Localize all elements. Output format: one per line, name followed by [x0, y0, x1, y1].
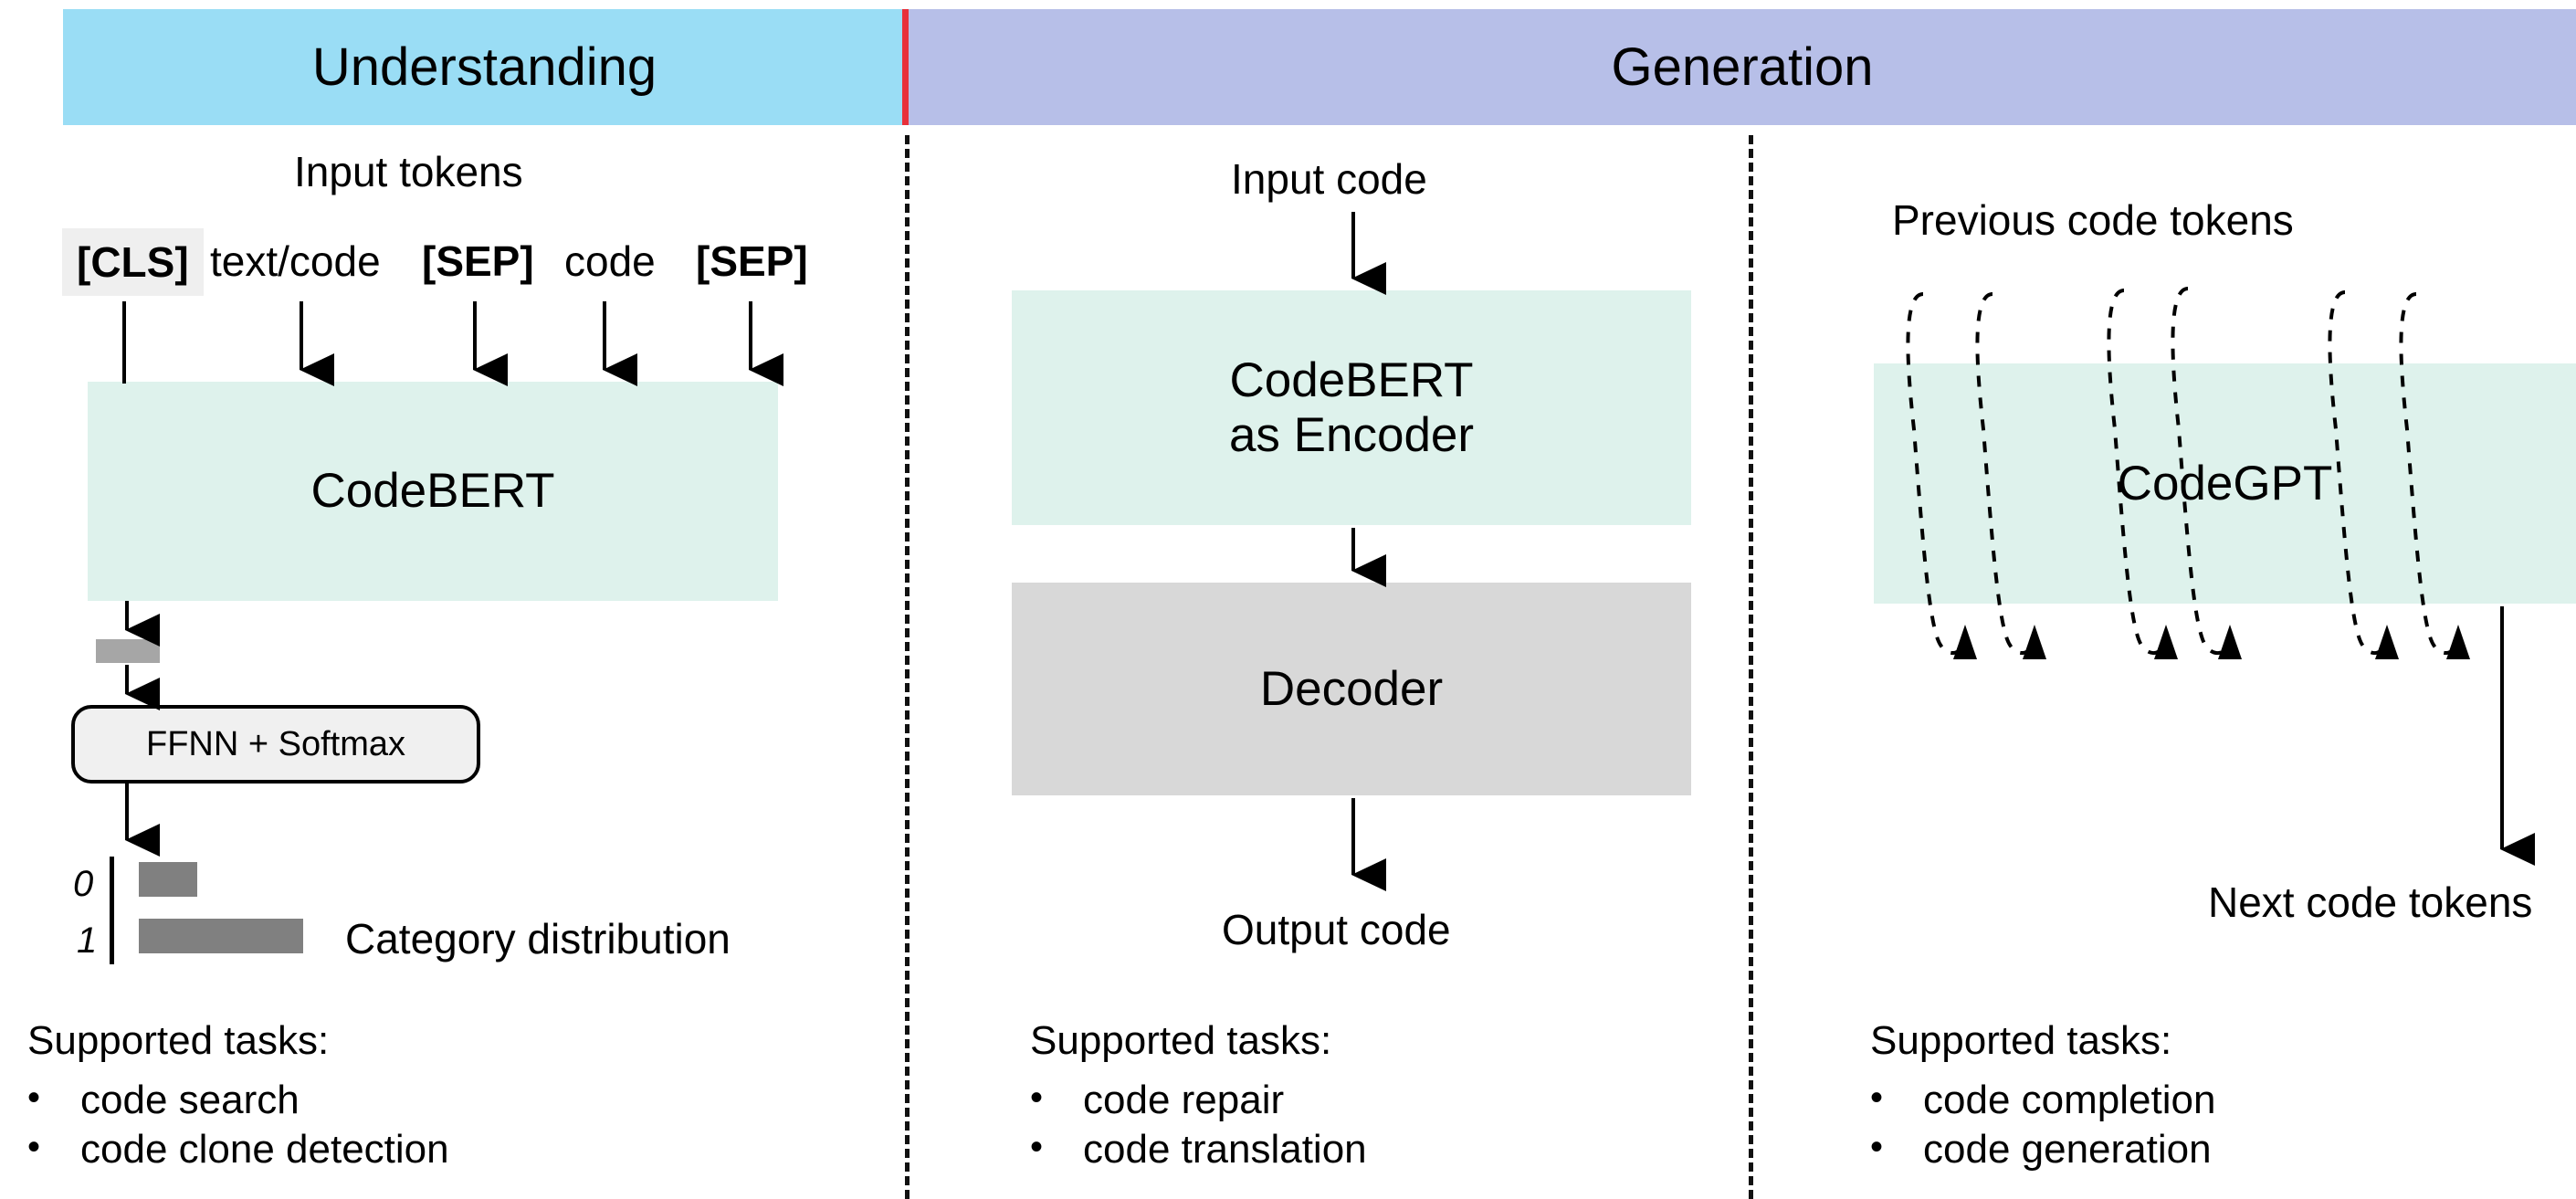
- list-item: • code translation: [1030, 1125, 1367, 1174]
- token-feed-arrows: [122, 301, 783, 386]
- chart-tick-0: 0: [73, 864, 94, 904]
- tasks-understanding-list: • code search • code clone detection: [27, 1076, 449, 1173]
- column-divider-right: [1749, 135, 1753, 1199]
- autoreg-input-label: Previous code tokens: [1892, 196, 2294, 244]
- bullet-icon: •: [1870, 1078, 1884, 1118]
- seq2seq-output-label: Output code: [1222, 906, 1451, 953]
- box-codebert: CodeBERT: [88, 382, 778, 601]
- bullet-icon: •: [1870, 1126, 1884, 1167]
- tasks-autoregressive-list: • code completion • code generation: [1870, 1076, 2215, 1173]
- tasks-autoregressive: Supported tasks: • code completion • code …: [1870, 1021, 2215, 1173]
- autoreg-output-label: Next code tokens: [2208, 878, 2533, 926]
- token-sep-1: [SEP]: [422, 237, 534, 285]
- understanding-input-label: Input tokens: [294, 148, 523, 195]
- box-codebert-encoder: CodeBERT as Encoder: [1012, 290, 1691, 525]
- list-item: • code generation: [1870, 1125, 2215, 1174]
- bullet-icon: •: [1030, 1126, 1044, 1167]
- token-text-code: text/code: [210, 237, 381, 285]
- box-decoder: Decoder: [1012, 583, 1691, 795]
- bullet-icon: •: [1030, 1078, 1044, 1118]
- seq2seq-input-label: Input code: [1231, 155, 1427, 203]
- tasks-seq2seq: Supported tasks: • code repair • code tran…: [1030, 1021, 1367, 1173]
- task-label: code generation: [1923, 1126, 2212, 1172]
- bullet-icon: •: [27, 1126, 41, 1167]
- header-generation: Generation: [909, 9, 2576, 125]
- token-code: code: [564, 237, 656, 285]
- list-item: • code completion: [1870, 1076, 2215, 1125]
- task-label: code clone detection: [80, 1126, 449, 1172]
- chart-bar-1: [139, 919, 303, 953]
- box-codegpt: CodeGPT: [1874, 363, 2576, 604]
- box-decoder-label: Decoder: [1259, 661, 1444, 716]
- task-label: code search: [80, 1078, 300, 1122]
- box-ffnn-softmax: FFNN + Softmax: [71, 705, 480, 784]
- chart-axis: [110, 857, 114, 964]
- cls-vector-block: [96, 639, 160, 663]
- list-item: • code search: [27, 1076, 449, 1125]
- list-item: • code repair: [1030, 1076, 1367, 1125]
- header-divider: [902, 9, 909, 125]
- loop-arrowheads: [1953, 625, 2470, 659]
- tasks-understanding: Supported tasks: • code search • code clon…: [27, 1021, 449, 1173]
- box-ffnn-softmax-label: FFNN + Softmax: [146, 724, 405, 763]
- box-codebert-encoder-label: CodeBERT as Encoder: [1228, 353, 1475, 462]
- header-understanding-title: Understanding: [311, 37, 657, 97]
- bullet-icon: •: [27, 1078, 41, 1118]
- token-sep-2: [SEP]: [696, 237, 808, 285]
- tasks-seq2seq-heading: Supported tasks:: [1030, 1018, 1332, 1063]
- task-label: code repair: [1083, 1078, 1285, 1122]
- chart-tick-1: 1: [77, 920, 98, 961]
- tasks-seq2seq-list: • code repair • code translation: [1030, 1076, 1367, 1173]
- box-codebert-label: CodeBERT: [310, 464, 555, 519]
- list-item: • code clone detection: [27, 1125, 449, 1174]
- chart-caption: Category distribution: [345, 915, 731, 962]
- tasks-autoregressive-heading: Supported tasks:: [1870, 1018, 2172, 1063]
- task-label: code translation: [1083, 1126, 1367, 1172]
- box-codegpt-label: CodeGPT: [2117, 456, 2333, 510]
- column-divider-left: [905, 135, 909, 1199]
- token-cls: [CLS]: [62, 228, 204, 296]
- tasks-understanding-heading: Supported tasks:: [27, 1018, 330, 1063]
- header-generation-title: Generation: [1611, 37, 1874, 97]
- task-label: code completion: [1923, 1078, 2216, 1122]
- chart-bar-0: [139, 862, 197, 897]
- header-understanding: Understanding: [63, 9, 906, 125]
